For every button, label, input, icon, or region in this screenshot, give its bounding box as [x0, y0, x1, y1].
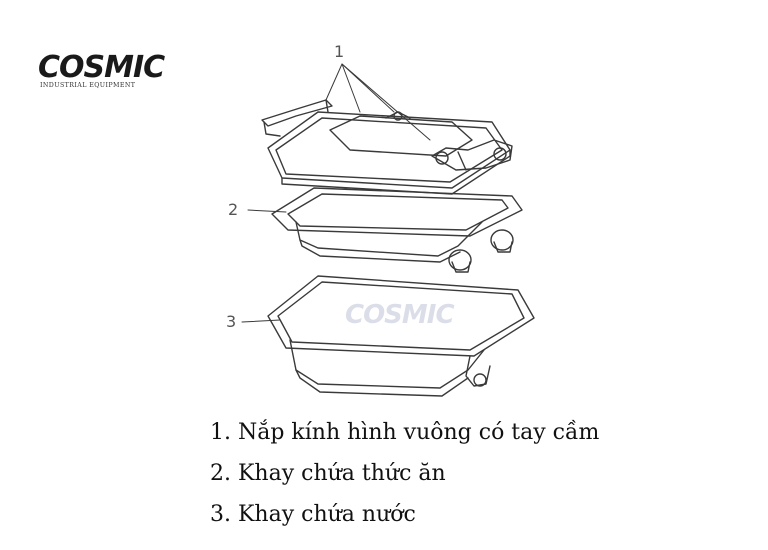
- food-pan: [271, 187, 523, 263]
- legend-item-lid: 1. Nắp kính hình vuông có tay cầm: [210, 420, 600, 445]
- leader-lines: [241, 63, 431, 323]
- lid-side-handle: [261, 99, 333, 137]
- lid-hinge: [431, 139, 513, 171]
- callout-1: 1: [334, 42, 345, 61]
- watermark-text: COSMIC: [345, 300, 455, 330]
- legend-item-water-pan: 3. Khay chứa nước: [210, 502, 416, 527]
- callout-3: 3: [226, 312, 237, 331]
- logo-wordmark: COSMIC: [38, 50, 165, 85]
- parts-legend: 1. Nắp kính hình vuông có tay cầm 2. Kha…: [210, 412, 599, 535]
- callout-2: 2: [228, 200, 239, 219]
- knobs: [448, 229, 514, 273]
- water-pan: [267, 275, 535, 397]
- legend-item-food-pan: 2. Khay chứa thức ăn: [210, 461, 446, 486]
- glass-lid: [267, 111, 511, 195]
- logo-subtitle: INDUSTRIAL EQUIPMENT: [40, 82, 136, 89]
- cosmic-logo: COSMIC INDUSTRIAL EQUIPMENT: [38, 52, 165, 96]
